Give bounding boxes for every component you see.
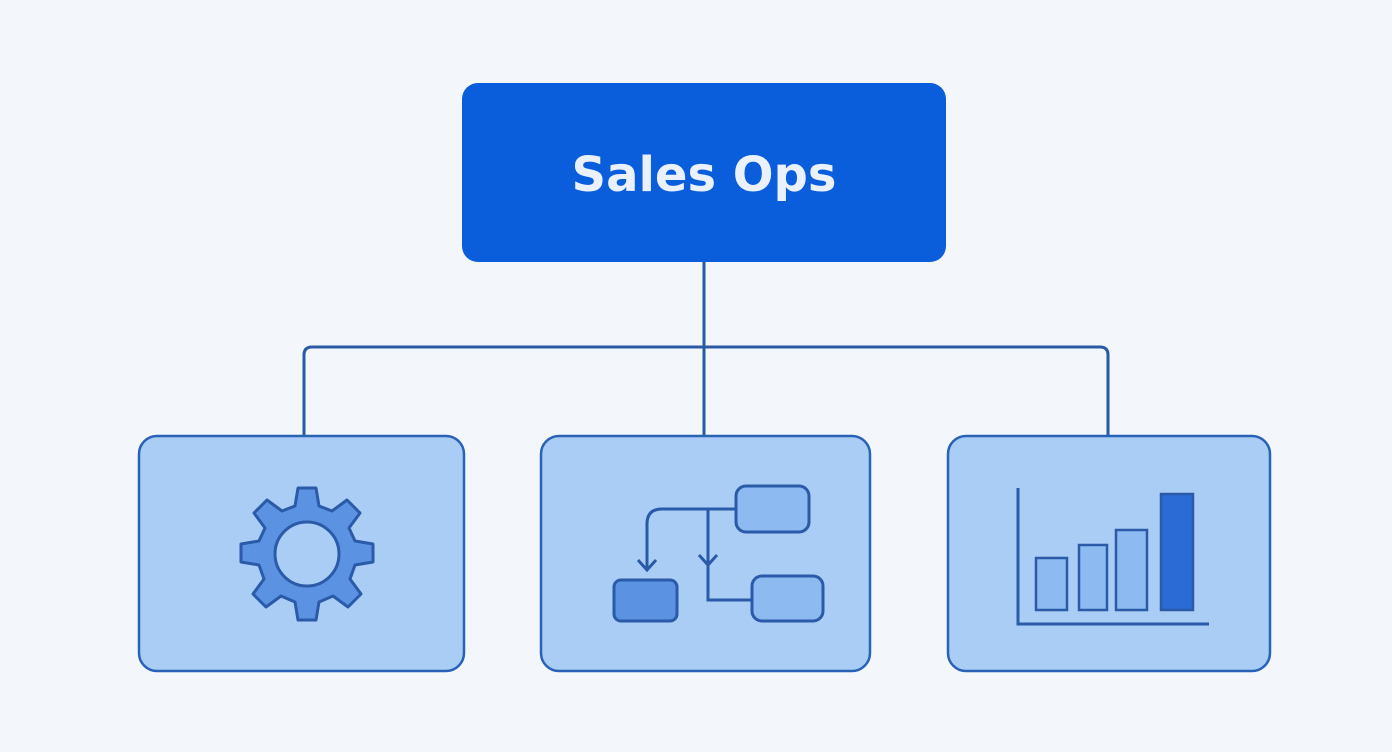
root-box[interactable] <box>462 83 946 262</box>
flowchart-icon <box>612 484 825 623</box>
connector-horizontal-bus <box>302 345 1110 436</box>
child-box-2[interactable] <box>539 434 872 673</box>
bar-chart-icon <box>1016 488 1209 626</box>
root-node[interactable]: Sales Ops <box>462 83 946 262</box>
connectors <box>302 262 1110 436</box>
child-node-flowchart[interactable] <box>539 434 872 673</box>
child-node-bar-chart[interactable] <box>946 434 1272 673</box>
root-label: Sales Ops <box>572 147 837 203</box>
child-node-gear[interactable] <box>137 434 466 673</box>
gear-icon <box>239 486 375 622</box>
child-box-3[interactable] <box>946 434 1272 673</box>
